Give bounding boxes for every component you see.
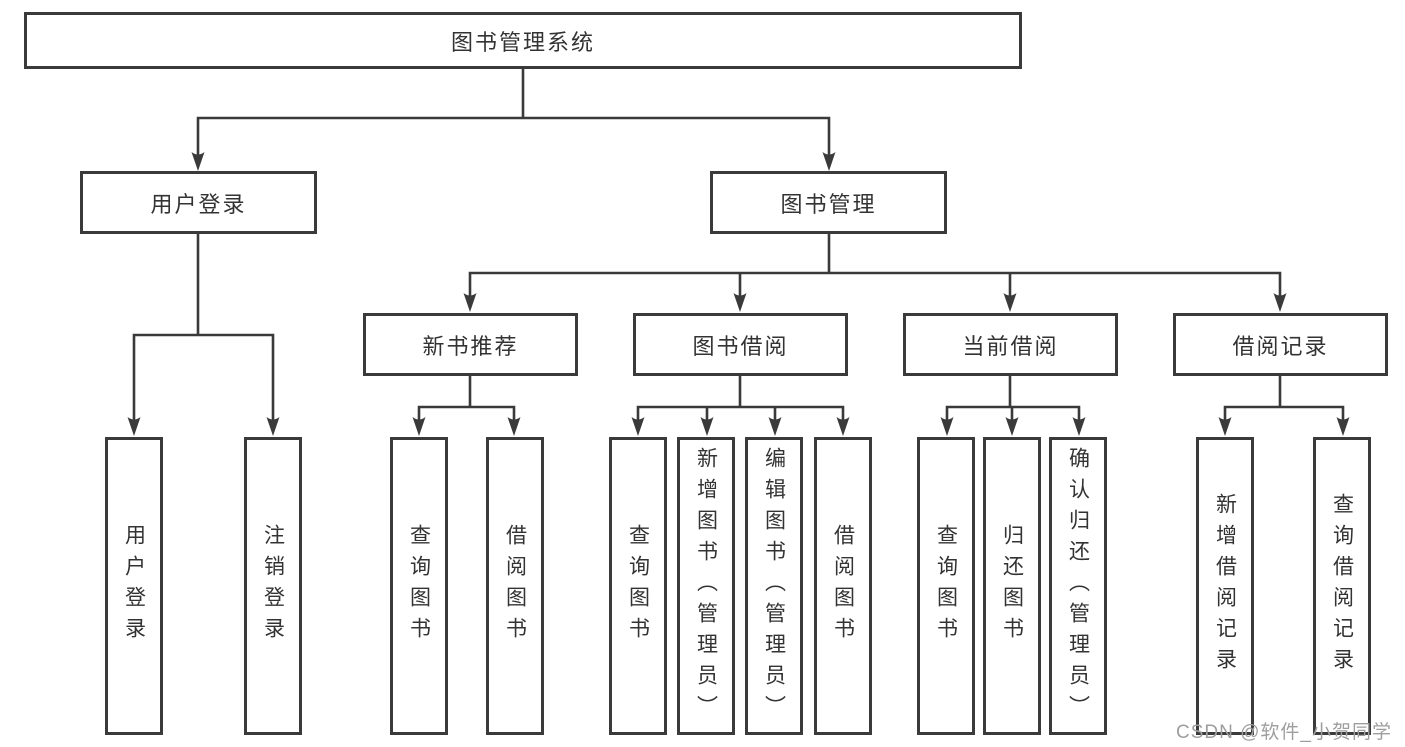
- node-new-book-recommendation: 新书推荐: [363, 313, 578, 376]
- node-label: 用户登录: [122, 524, 146, 648]
- node-label: 查询图书: [934, 524, 958, 648]
- node-label: 查询借阅记录: [1330, 493, 1354, 679]
- node-label: 查询图书: [407, 524, 431, 648]
- node-leaf-user-login: 用户登录: [105, 437, 163, 735]
- node-label: 归还图书: [1000, 524, 1024, 648]
- node-leaf-query-books-borrow: 查询图书: [609, 437, 667, 735]
- node-leaf-borrow-books-recommend: 借阅图书: [486, 437, 544, 735]
- node-borrowing-records: 借阅记录: [1173, 313, 1388, 376]
- node-leaf-logout: 注销登录: [244, 437, 302, 735]
- node-leaf-add-borrow-record: 新增借阅记录: [1196, 437, 1254, 735]
- node-label: 确认归还（管理员）: [1066, 446, 1090, 726]
- node-leaf-query-borrow-record: 查询借阅记录: [1313, 437, 1371, 735]
- node-label: 借阅记录: [1232, 333, 1329, 359]
- node-leaf-query-books-recommend: 查询图书: [390, 437, 448, 735]
- node-user-login: 用户登录: [80, 171, 317, 234]
- node-label: 当前借阅: [962, 333, 1059, 359]
- node-label: 新书推荐: [422, 333, 519, 359]
- node-leaf-confirm-return-admin: 确认归还（管理员）: [1049, 437, 1107, 735]
- node-label: 图书借阅: [692, 333, 789, 359]
- node-current-borrowing: 当前借阅: [903, 313, 1118, 376]
- node-leaf-add-books-admin: 新增图书（管理员）: [677, 437, 735, 735]
- node-label: 新增借阅记录: [1213, 493, 1237, 679]
- node-library-management-system: 图书管理系统: [24, 12, 1022, 69]
- node-label: 新增图书（管理员）: [694, 446, 718, 726]
- node-label: 借阅图书: [503, 524, 527, 648]
- node-leaf-borrow-books: 借阅图书: [814, 437, 872, 735]
- node-label: 图书管理: [780, 191, 877, 217]
- node-label: 查询图书: [626, 524, 650, 648]
- node-leaf-edit-books-admin: 编辑图书（管理员）: [745, 437, 803, 735]
- node-label: 编辑图书（管理员）: [762, 446, 786, 726]
- node-book-management: 图书管理: [710, 171, 947, 234]
- watermark: CSDN @软件_小贺同学: [1176, 722, 1392, 743]
- node-leaf-return-books: 归还图书: [983, 437, 1041, 735]
- node-label: 借阅图书: [831, 524, 855, 648]
- node-label: 注销登录: [261, 524, 285, 648]
- node-label: 用户登录: [150, 191, 247, 217]
- node-label: 图书管理系统: [450, 29, 595, 55]
- node-leaf-query-books-current: 查询图书: [917, 437, 975, 735]
- node-book-borrowing: 图书借阅: [633, 313, 848, 376]
